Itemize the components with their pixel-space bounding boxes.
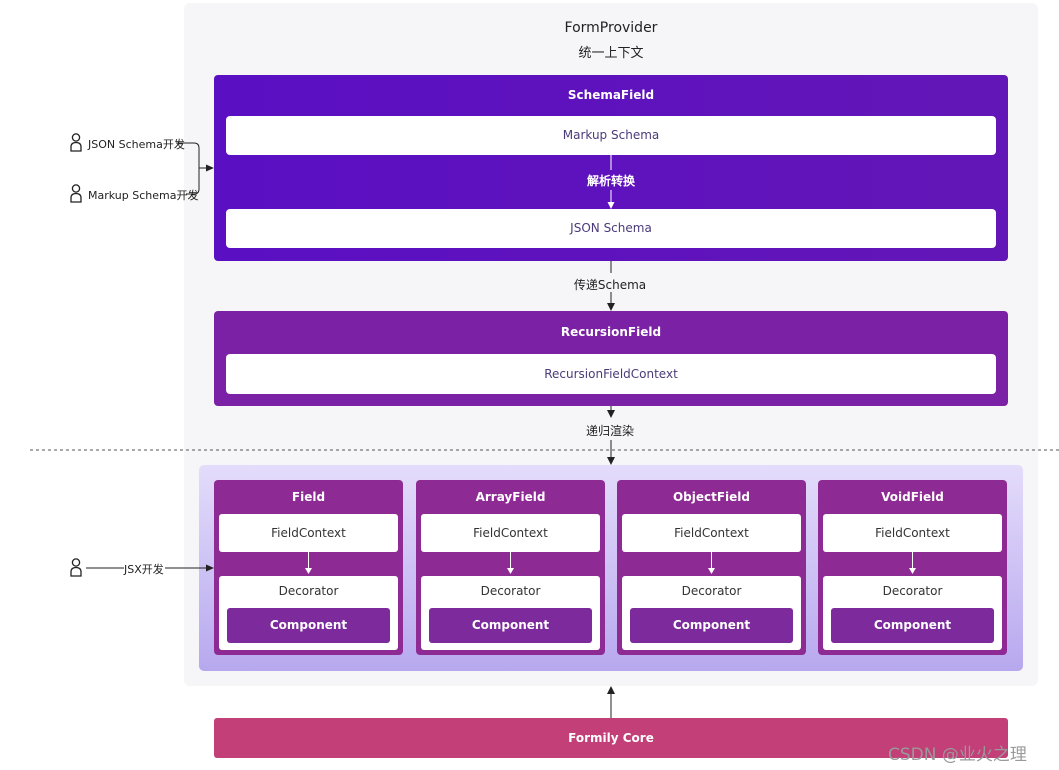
provider-subtitle: 统一上下文: [578, 46, 644, 61]
array-field-card: ArrayField FieldContext Decorator Compon…: [416, 480, 605, 655]
field-context-box: FieldContext: [219, 514, 398, 552]
transfer-schema-label: 传递Schema: [573, 278, 647, 292]
field-context-box: FieldContext: [622, 514, 801, 552]
json-schema-dev-label: JSON Schema开发: [88, 138, 185, 151]
person-icon: [70, 184, 82, 203]
object-field-card: ObjectField FieldContext Decorator Compo…: [617, 480, 806, 655]
component-box: Component: [227, 608, 390, 643]
provider-title: FormProvider: [564, 20, 658, 36]
decorator-box: Decorator Component: [622, 576, 801, 650]
decorator-box: Decorator Component: [823, 576, 1002, 650]
markup-schema-box: Markup Schema: [226, 116, 996, 155]
component-box: Component: [831, 608, 994, 643]
parse-convert-label: 解析转换: [586, 174, 635, 188]
recursive-render-label: 递归渲染: [585, 424, 634, 438]
down-arrow-icon: [305, 552, 312, 574]
array-field-card-title: ArrayField: [475, 490, 546, 504]
recursion-field-context-box: RecursionFieldContext: [226, 354, 996, 394]
core-up-arrow-icon: [607, 686, 615, 694]
down-arrow-icon: [708, 552, 715, 574]
down-arrow-icon: [909, 552, 916, 574]
component-box: Component: [429, 608, 592, 643]
decorator-label: Decorator: [882, 584, 943, 598]
decorator-box: Decorator Component: [421, 576, 600, 650]
recursion-field-panel: RecursionField RecursionFieldContext: [214, 311, 1008, 406]
person-icon: [70, 133, 82, 152]
decorator-label: Decorator: [681, 584, 742, 598]
person-icon: [70, 558, 82, 577]
field-context-box: FieldContext: [421, 514, 600, 552]
recursion-field-title: RecursionField: [560, 325, 662, 339]
watermark: CSDN @业火之理: [888, 745, 1027, 765]
jsx-dev-label: JSX开发: [124, 563, 164, 576]
schema-field-title: SchemaField: [567, 88, 655, 102]
void-field-card-title: VoidField: [881, 490, 944, 504]
formily-core-bar: Formily Core: [214, 718, 1008, 758]
down-arrow-icon: [507, 552, 514, 574]
component-box: Component: [630, 608, 793, 643]
decorator-label: Decorator: [278, 584, 339, 598]
decorator-box: Decorator Component: [219, 576, 398, 650]
field-card: Field FieldContext Decorator Component: [214, 480, 403, 655]
schema-field-panel: SchemaField Markup Schema 解析转换 JSON Sche…: [214, 75, 1008, 261]
markup-schema-dev-label: Markup Schema开发: [88, 189, 199, 202]
object-field-card-title: ObjectField: [672, 490, 751, 504]
json-schema-box: JSON Schema: [226, 209, 996, 248]
void-field-card: VoidField FieldContext Decorator Compone…: [818, 480, 1007, 655]
decorator-label: Decorator: [480, 584, 541, 598]
field-context-box: FieldContext: [823, 514, 1002, 552]
field-card-title: Field: [291, 490, 326, 504]
